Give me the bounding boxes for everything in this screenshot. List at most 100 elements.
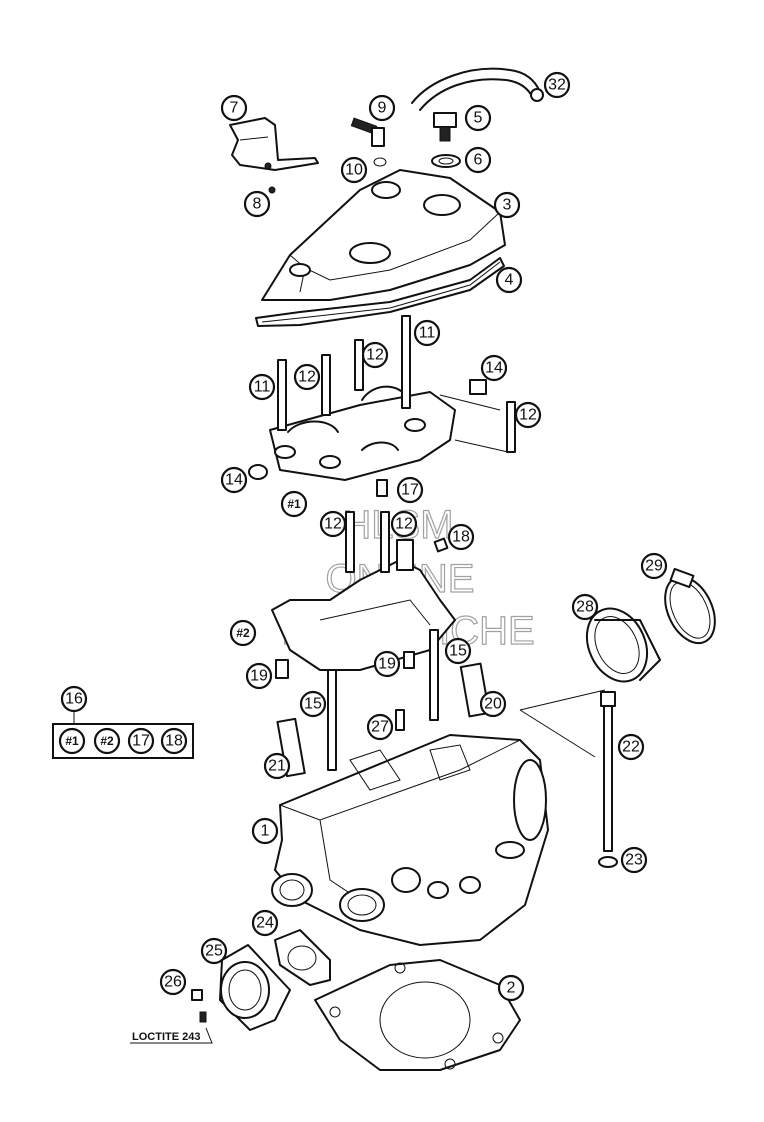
callout-15-left[interactable]: 15 <box>299 690 327 718</box>
callouts: 32 7 9 5 6 10 8 3 4 11 12 12 14 11 12 14… <box>60 71 668 1002</box>
part-intake-boot <box>585 567 716 683</box>
callout-22[interactable]: 22 <box>617 733 645 761</box>
svg-text:10: 10 <box>345 162 363 179</box>
svg-text:17: 17 <box>401 482 419 499</box>
svg-text:27: 27 <box>371 719 389 736</box>
callout-24[interactable]: 24 <box>251 909 279 937</box>
callout-32[interactable]: 32 <box>543 71 571 99</box>
kit-item-hash2[interactable]: #2 <box>93 727 121 755</box>
svg-text:23: 23 <box>625 852 643 869</box>
kit-item-18[interactable]: 18 <box>160 727 188 755</box>
part-exhaust-flange <box>191 929 331 1031</box>
part-bracket <box>229 117 319 194</box>
svg-text:12: 12 <box>519 407 537 424</box>
loctite-label: LOCTITE 243 <box>132 1031 200 1043</box>
callout-12-lower-right[interactable]: 12 <box>390 510 418 538</box>
svg-text:15: 15 <box>304 696 322 713</box>
svg-text:18: 18 <box>165 733 183 750</box>
svg-text:16: 16 <box>65 691 83 708</box>
callout-11-left[interactable]: 11 <box>248 373 276 401</box>
callout-12-lower-left[interactable]: 12 <box>319 510 347 538</box>
svg-text:12: 12 <box>324 516 342 533</box>
kit-contents: #1 #2 17 18 <box>58 727 188 755</box>
part-head-gasket <box>314 959 521 1071</box>
svg-text:11: 11 <box>419 325 436 342</box>
callout-16[interactable]: 16 <box>60 685 88 713</box>
part-valve-cover <box>255 169 506 327</box>
svg-text:7: 7 <box>230 100 239 117</box>
svg-text:32: 32 <box>548 77 566 94</box>
loctite-note: LOCTITE 243 <box>130 1027 213 1044</box>
callout-20[interactable]: 20 <box>479 690 507 718</box>
callout-14-right[interactable]: 14 <box>480 354 508 382</box>
callout-10[interactable]: 10 <box>340 156 368 184</box>
callout-28[interactable]: 28 <box>571 593 599 621</box>
callout-11-top[interactable]: 11 <box>413 319 441 347</box>
kit-item-hash1[interactable]: #1 <box>58 727 86 755</box>
callout-15-right[interactable]: 15 <box>444 637 472 665</box>
svg-text:#2: #2 <box>100 734 114 748</box>
callout-18[interactable]: 18 <box>447 523 475 551</box>
callout-6[interactable]: 6 <box>464 146 492 174</box>
callout-21[interactable]: 21 <box>263 752 291 780</box>
callout-12-mid[interactable]: 12 <box>361 341 389 369</box>
callout-29[interactable]: 29 <box>640 552 668 580</box>
svg-text:#2: #2 <box>236 626 250 640</box>
part-cylinder-head <box>271 734 549 946</box>
kit-item-17[interactable]: 17 <box>127 727 155 755</box>
callout-3[interactable]: 3 <box>493 191 521 219</box>
callout-hash2[interactable]: #2 <box>229 619 257 647</box>
svg-text:6: 6 <box>474 152 483 169</box>
callout-4[interactable]: 4 <box>495 266 523 294</box>
part-breather-hose <box>411 67 544 111</box>
svg-text:8: 8 <box>253 196 262 213</box>
callout-19-left[interactable]: 19 <box>245 662 273 690</box>
callout-9[interactable]: 9 <box>368 94 396 122</box>
callout-12-left[interactable]: 12 <box>293 363 321 391</box>
svg-text:24: 24 <box>256 915 274 932</box>
callout-2[interactable]: 2 <box>497 974 525 1002</box>
svg-text:14: 14 <box>225 472 243 489</box>
part-camshaft-bridge <box>248 315 516 497</box>
svg-text:21: 21 <box>268 758 286 775</box>
part-bolt-washer <box>431 112 461 168</box>
part-breather-fitting <box>350 117 387 167</box>
svg-text:3: 3 <box>503 197 512 214</box>
callout-17[interactable]: 17 <box>396 476 424 504</box>
callout-27[interactable]: 27 <box>366 713 394 741</box>
svg-text:25: 25 <box>205 943 223 960</box>
svg-text:15: 15 <box>449 643 467 660</box>
callout-8[interactable]: 8 <box>243 190 271 218</box>
svg-text:11: 11 <box>254 379 271 396</box>
part-long-bolt <box>519 689 618 868</box>
callout-14-left[interactable]: 14 <box>220 466 248 494</box>
callout-12-right[interactable]: 12 <box>514 401 542 429</box>
callout-19-right[interactable]: 19 <box>373 650 401 678</box>
svg-text:1: 1 <box>261 823 270 840</box>
callout-1[interactable]: 1 <box>251 817 279 845</box>
svg-text:26: 26 <box>164 974 182 991</box>
callout-7[interactable]: 7 <box>220 94 248 122</box>
svg-text:19: 19 <box>378 656 396 673</box>
callout-5[interactable]: 5 <box>464 104 492 132</box>
callout-23[interactable]: 23 <box>620 846 648 874</box>
svg-text:28: 28 <box>576 599 594 616</box>
svg-text:9: 9 <box>378 100 387 117</box>
svg-text:19: 19 <box>250 668 268 685</box>
callout-25[interactable]: 25 <box>200 937 228 965</box>
part-rocker-assembly <box>271 511 491 778</box>
svg-text:4: 4 <box>505 272 514 289</box>
callout-hash1[interactable]: #1 <box>280 490 308 518</box>
svg-text:#1: #1 <box>65 734 79 748</box>
svg-text:12: 12 <box>298 369 316 386</box>
svg-text:18: 18 <box>452 529 470 546</box>
svg-text:20: 20 <box>484 696 502 713</box>
callout-26[interactable]: 26 <box>159 968 187 996</box>
svg-text:12: 12 <box>395 516 413 533</box>
svg-text:5: 5 <box>474 110 483 127</box>
svg-text:2: 2 <box>507 980 516 997</box>
svg-text:22: 22 <box>622 739 640 756</box>
svg-text:12: 12 <box>366 347 384 364</box>
